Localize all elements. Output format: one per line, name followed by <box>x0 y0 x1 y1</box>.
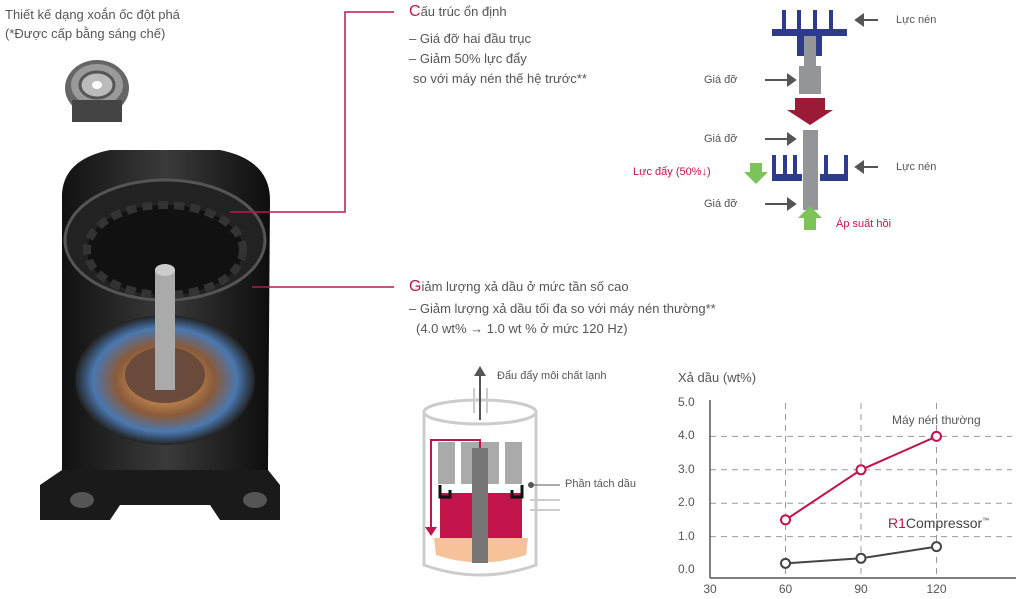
feature-structure-bullet2b: so với máy nén thế hệ trước** <box>413 71 587 86</box>
x-tick-label: 60 <box>778 582 793 596</box>
data-point <box>780 557 791 569</box>
data-point <box>855 552 867 564</box>
scroll-caption-line1: Thiết kế dạng xoắn ốc đột phá <box>5 7 180 22</box>
oil-discharge-chart <box>709 400 1016 579</box>
down-arrow-icon <box>787 98 833 125</box>
y-tick-label: 1.0 <box>678 528 695 543</box>
data-point <box>855 464 867 476</box>
label-support-mid: Giá đỡ <box>704 133 738 145</box>
feature-structure-bullet1: – Giá đỡ hai đầu trục <box>409 31 531 46</box>
compressor-body <box>40 150 280 520</box>
label-discharge: Đẩu đẩy môi chất lạnh <box>497 370 607 382</box>
legend-r1-compressor: R1Compressor™ <box>888 515 990 531</box>
force-diagram <box>744 10 878 230</box>
label-back-pressure: Áp suất hồi <box>836 218 892 230</box>
pressure-arrow-icon <box>798 206 822 230</box>
data-point <box>931 541 942 553</box>
y-tick-label: 0.0 <box>678 562 695 576</box>
oil-separator-diagram <box>422 366 560 577</box>
chart-y-label: Xả dầu (wt%) <box>678 370 757 385</box>
label-thrust: Lực đẩy (50%↓) <box>633 166 711 178</box>
callout-line-structure <box>230 11 394 213</box>
legend-conventional: Máy nén thường <box>892 413 981 427</box>
scroll-part-icon <box>65 60 129 122</box>
y-tick-label: 2.0 <box>678 495 695 510</box>
up-arrow-icon <box>474 366 486 376</box>
data-point <box>780 514 791 526</box>
x-tick-label: 30 <box>703 582 717 596</box>
x-tick-label: 120 <box>926 582 947 596</box>
y-tick-label: 5.0 <box>678 395 695 409</box>
thrust-arrow-icon <box>744 163 768 184</box>
scroll-caption-line2: (*Được cấp bằng sáng chế) <box>5 26 166 41</box>
feature-oil-title: Giảm lượng xả dầu ở mức tần số cao <box>409 278 629 295</box>
label-support-top: Giá đỡ <box>704 74 738 86</box>
feature-oil-bullet1: – Giảm lượng xả dầu tối đa so với máy né… <box>409 301 716 316</box>
feature-structure-title: Cấu trúc ổn định <box>409 3 507 20</box>
data-point <box>931 430 942 442</box>
y-tick-label: 4.0 <box>678 428 695 443</box>
feature-structure-bullet2: – Giảm 50% lực đẩy <box>409 51 527 66</box>
label-oil-separator: Phần tách dầu <box>565 478 636 490</box>
feature-oil-bullet1b: (4.0 wt% → 1.0 wt % ở mức 120 Hz) <box>416 321 628 336</box>
label-compress-force-bottom: Lực nén <box>896 161 937 173</box>
label-support-bottom: Giá đỡ <box>704 198 738 210</box>
y-tick-label: 3.0 <box>678 461 695 476</box>
x-tick-label: 90 <box>854 582 868 596</box>
label-compress-force-top: Lực nén <box>896 14 937 26</box>
